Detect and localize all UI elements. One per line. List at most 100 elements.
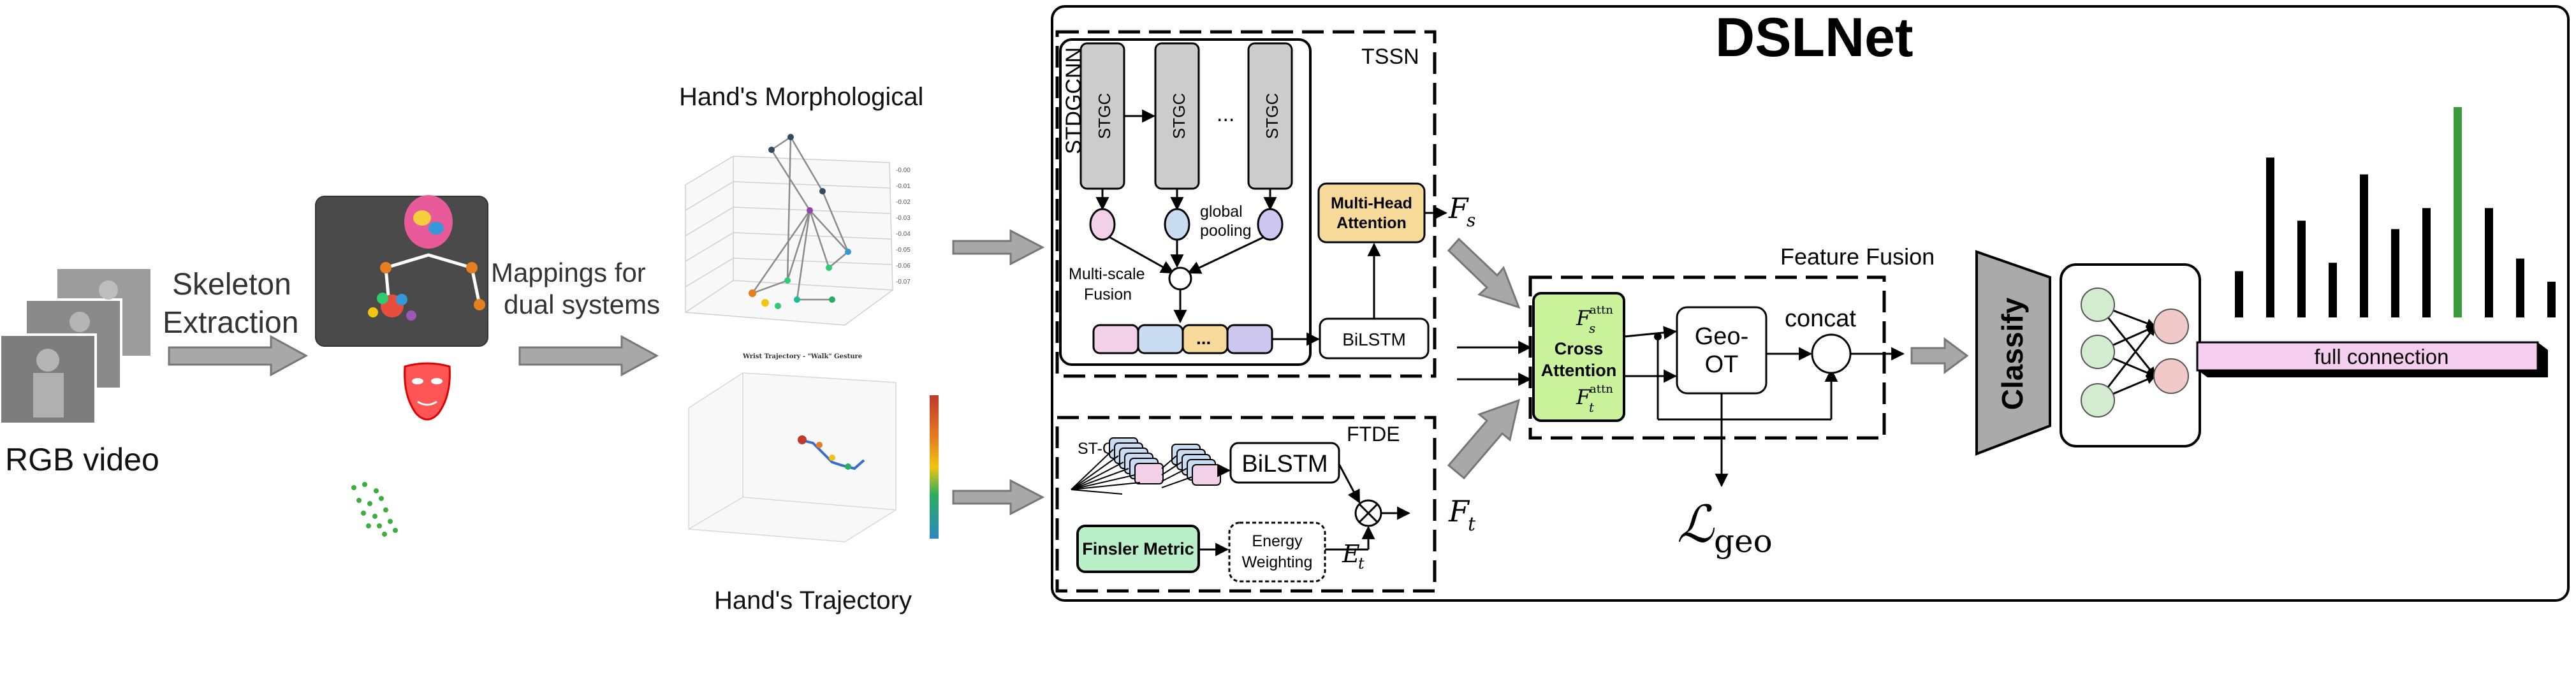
- histogram-bar-2: [2266, 157, 2274, 317]
- geoot-line2: OT: [1705, 351, 1739, 378]
- token-sequence: [1092, 324, 1273, 354]
- cross-attention-box: [1532, 292, 1625, 422]
- morph-plot-title: Hand's Morphological: [679, 83, 923, 111]
- ftde-bilstm-label: BiLSTM: [1241, 451, 1328, 477]
- svg-text:s: s: [1467, 210, 1475, 231]
- svg-text:STGC: STGC: [1095, 93, 1114, 139]
- histogram-bar-3: [2297, 221, 2306, 317]
- plot-to-ftde-arrow: [952, 479, 1045, 516]
- multi-head-attention-box: [1317, 182, 1426, 244]
- energy-line1: Energy: [1252, 532, 1303, 550]
- ft-to-fusion-arrow: [1447, 398, 1521, 480]
- geoot-line1: Geo-: [1695, 323, 1748, 350]
- ftde-label: FTDE: [1347, 423, 1400, 446]
- histogram-bar-9: [2485, 208, 2493, 317]
- fusion-node: [1168, 266, 1192, 291]
- fc-bar: [2196, 341, 2539, 372]
- fs-symbol: F s: [1448, 193, 1475, 231]
- histogram-bar-1: [2235, 271, 2243, 317]
- tssn-box: [1055, 30, 1437, 378]
- mlp-input-node-3: [2081, 383, 2115, 418]
- token-dots: ...: [1196, 328, 1211, 348]
- mapping-label-line2: dual systems: [504, 289, 660, 319]
- et-symbol: E t: [1342, 540, 1365, 572]
- global-pooling-line1: global: [1200, 203, 1243, 221]
- svg-text:-0.04: -0.04: [896, 231, 911, 238]
- stdgcnn-box: [1059, 38, 1312, 366]
- global-pooling-line2: pooling: [1200, 222, 1252, 240]
- face-mesh-icon: [404, 362, 451, 421]
- rgb-video-label: RGB video: [5, 442, 159, 477]
- svg-text:-0.02: -0.02: [896, 199, 911, 206]
- svg-text:attn: attn: [1590, 382, 1613, 396]
- output-histogram: [2235, 107, 2556, 317]
- svg-text:-0.05: -0.05: [896, 247, 911, 254]
- fs-to-fusion-arrow: [1447, 237, 1521, 309]
- histogram-bar-8: [2454, 107, 2462, 317]
- svg-text:t: t: [1468, 513, 1476, 535]
- cross-line1: Cross: [1555, 339, 1604, 358]
- svg-text:STGC: STGC: [1262, 93, 1282, 139]
- histogram-bar-5: [2360, 174, 2368, 317]
- mapping-arrow: [518, 335, 659, 377]
- energy-line2: Weighting: [1242, 553, 1313, 571]
- svg-text:t: t: [1358, 555, 1365, 572]
- skeleton-label-line2: Extraction: [163, 306, 298, 340]
- feature-fusion-box: [1528, 275, 1886, 440]
- svg-text:ℒ: ℒ: [1677, 495, 1715, 554]
- svg-text:attn: attn: [1590, 303, 1613, 317]
- mha-line1: Multi-Head: [1331, 194, 1412, 212]
- pool-node-lavender: [1257, 208, 1284, 241]
- skeleton-arrow: [168, 335, 309, 377]
- classify-label: Classify: [1996, 297, 2029, 410]
- svg-text:-0.07: -0.07: [896, 279, 911, 286]
- multiscale-line2: Fusion: [1084, 286, 1132, 303]
- svg-text:geo: geo: [1714, 523, 1773, 560]
- stgc-block-1: STGC: [1079, 42, 1125, 190]
- svg-text:s: s: [1589, 321, 1595, 336]
- cross-line2: Attention: [1541, 361, 1616, 380]
- stconv-stack-icon: [1071, 437, 1221, 495]
- otimes-node: [1354, 499, 1382, 527]
- histogram-bar-7: [2422, 208, 2431, 317]
- fc-label: full connection: [2315, 345, 2449, 368]
- hand-points-icon: [351, 482, 398, 537]
- svg-text:F: F: [1576, 385, 1592, 409]
- geo-ot-box: [1676, 306, 1767, 395]
- svg-text:-0.03: -0.03: [896, 215, 911, 222]
- pool-node-blue: [1164, 208, 1190, 241]
- mlp-output-node-2: [2153, 358, 2189, 394]
- trajectory-3d-plot: [688, 372, 939, 542]
- energy-weighting-box: [1228, 521, 1326, 583]
- svg-text:-0.06: -0.06: [896, 263, 911, 270]
- histogram-bar-10: [2516, 258, 2524, 317]
- stgc-block-2: STGC: [1154, 42, 1200, 190]
- pool-node-pink: [1089, 208, 1116, 241]
- histogram-bar-6: [2391, 229, 2399, 317]
- dslnet-title: DSLNet: [1715, 7, 1914, 68]
- histogram-bar-4: [2329, 263, 2337, 317]
- ft-symbol: F t: [1448, 494, 1476, 535]
- mha-line2: Attention: [1336, 214, 1407, 232]
- concat-label: concat: [1785, 305, 1856, 332]
- classify-trapezoid: [1975, 250, 2051, 456]
- feature-fusion-label: Feature Fusion: [1780, 244, 1935, 270]
- ftde-bilstm-box: [1229, 442, 1340, 484]
- stgc-ellipsis: ...: [1217, 102, 1234, 126]
- svg-text:t: t: [1589, 400, 1595, 415]
- morphological-3d-plot: -0.00-0.01-0.02 -0.03-0.04-0.05 -0.06-0.…: [685, 134, 911, 326]
- histogram-bar-11: [2547, 281, 2556, 317]
- tssn-bilstm-label: BiLSTM: [1342, 330, 1406, 349]
- fs-attn-symbol: F s attn: [1576, 303, 1613, 336]
- svg-text:E: E: [1342, 540, 1360, 568]
- mapping-label-line1: Mappings for: [491, 258, 646, 287]
- ft-attn-symbol: F t attn: [1576, 382, 1613, 415]
- dslnet-container: [1051, 5, 2570, 602]
- fusion-to-classify-arrow: [1910, 337, 1969, 374]
- multiscale-line1: Multi-scale: [1069, 265, 1145, 283]
- svg-text:-0.01: -0.01: [896, 183, 911, 190]
- lgeo-symbol: ℒ geo: [1677, 495, 1773, 560]
- plot-to-tssn-arrow: [952, 229, 1045, 266]
- mlp-output-node-1: [2153, 309, 2189, 344]
